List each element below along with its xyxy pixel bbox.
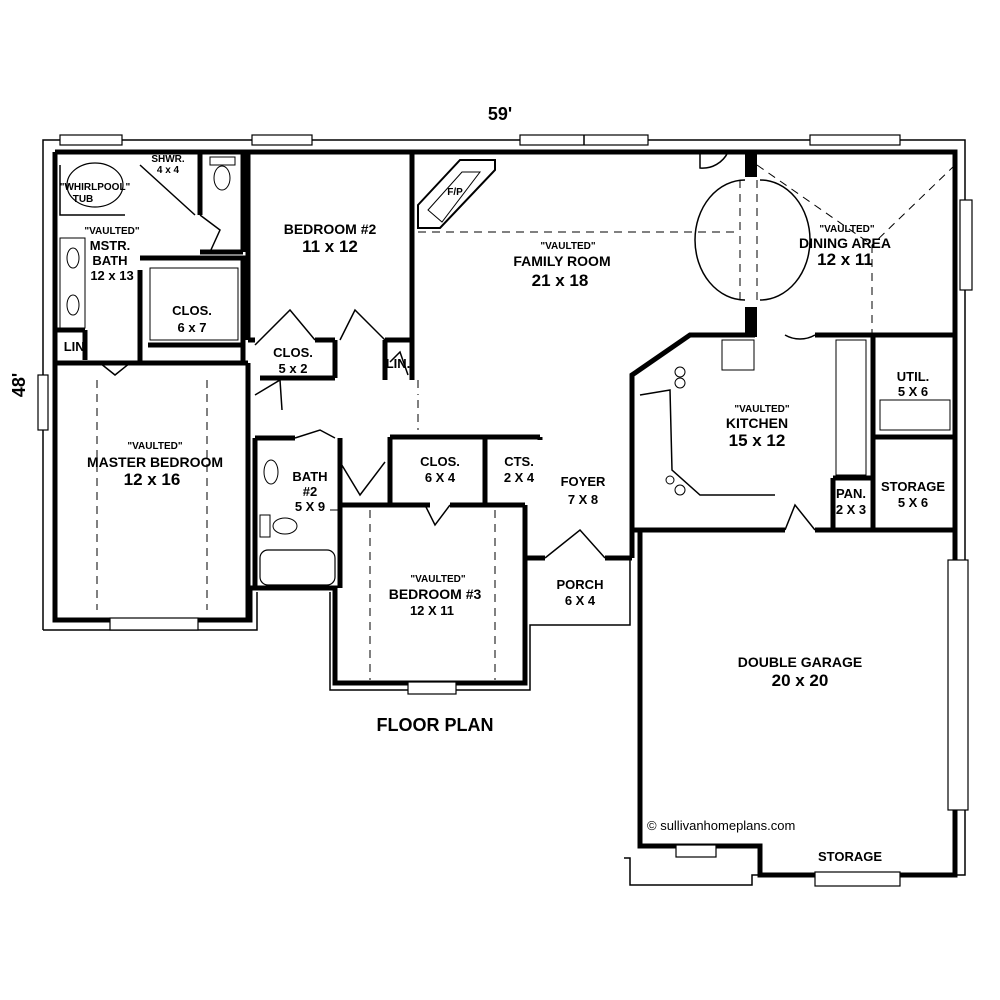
kitchen-vaulted: "VAULTED": [734, 404, 789, 415]
whirlpool-label: "WHIRLPOOL": [60, 182, 131, 193]
clos3-label: CLOS.: [420, 454, 460, 469]
bed3-label: BEDROOM #3: [389, 586, 482, 602]
storage1-size: 5 X 6: [898, 495, 928, 510]
tub-label: TUB: [73, 194, 94, 205]
room-closet-3: CLOS. 6 X 4: [420, 454, 460, 485]
mstr-clos-size: 6 x 7: [178, 320, 207, 335]
bed2-size: 11 x 12: [302, 237, 358, 256]
room-whirlpool: "WHIRLPOOL" TUB: [60, 182, 131, 205]
fireplace-label: F/P: [447, 187, 463, 198]
room-master-bedroom: "VAULTED" MASTER BEDROOM 12 x 16: [87, 441, 223, 489]
master-label: MASTER BEDROOM: [87, 454, 223, 470]
util-size: 5 X 6: [898, 384, 928, 399]
clos3-size: 6 X 4: [425, 470, 456, 485]
dining-vaulted: "VAULTED": [819, 224, 874, 235]
copyright-notice: © sullivanhomeplans.com: [647, 818, 795, 833]
room-cts: CTS. 2 X 4: [504, 454, 535, 485]
room-porch: PORCH 6 X 4: [557, 577, 604, 608]
foyer-size: 7 X 8: [568, 492, 598, 507]
windows: [37, 134, 973, 887]
mstr-clos-label: CLOS.: [172, 303, 212, 318]
doors: [99, 151, 816, 559]
linen-closet-1-label: LIN.: [64, 339, 89, 354]
fireplace: [417, 159, 496, 229]
room-storage-1: STORAGE 5 X 6: [881, 479, 945, 510]
room-bedroom-3: "VAULTED" BEDROOM #3 12 X 11: [389, 574, 482, 618]
mstr-bath-label-2: BATH: [92, 253, 127, 268]
storage1-label: STORAGE: [881, 479, 945, 494]
pan-size: 2 X 3: [836, 502, 866, 517]
family-size: 21 x 18: [532, 271, 589, 290]
kitchen-size: 15 x 12: [729, 431, 786, 450]
util-label: UTIL.: [897, 369, 930, 384]
bath2-label-2: #2: [303, 484, 317, 499]
width-dimension: 59': [488, 104, 512, 124]
room-kitchen: "VAULTED" KITCHEN 15 x 12: [726, 404, 790, 450]
room-family: "VAULTED" FAMILY ROOM 21 x 18: [513, 241, 610, 290]
master-vaulted: "VAULTED": [127, 441, 182, 452]
family-label: FAMILY ROOM: [513, 253, 610, 269]
bed3-vaulted: "VAULTED": [410, 574, 465, 585]
clos2-size: 5 x 2: [279, 361, 308, 376]
garage-size: 20 x 20: [772, 671, 829, 690]
kitchen-label: KITCHEN: [726, 415, 788, 431]
shower-size: 4 x 4: [157, 165, 180, 176]
interior-walls: [55, 152, 955, 620]
room-bedroom-2: BEDROOM #2 11 x 12: [284, 221, 377, 256]
bath2-size: 5 X 9: [295, 499, 325, 514]
dining-label: DINING AREA: [799, 235, 891, 251]
depth-dimension: 48': [9, 373, 29, 397]
vault-lines: [90, 164, 956, 680]
porch-size: 6 X 4: [565, 593, 596, 608]
bed3-size: 12 X 11: [410, 603, 454, 618]
plan-title: FLOOR PLAN: [377, 715, 494, 735]
storage2-label: STORAGE: [818, 849, 882, 864]
room-garage: DOUBLE GARAGE 20 x 20: [738, 654, 862, 690]
mstr-bath-size: 12 x 13: [90, 268, 133, 283]
fixtures: [59, 156, 951, 586]
room-master-bath: "VAULTED" MSTR. BATH 12 x 13: [84, 226, 139, 283]
linen-closet-2-label: LIN.: [386, 356, 411, 371]
bath2-label-1: BATH: [292, 469, 327, 484]
dining-size: 12 x 11: [817, 250, 873, 269]
room-closet-2: CLOS. 5 x 2: [273, 345, 313, 376]
pan-label: PAN.: [836, 486, 866, 501]
room-master-closet: CLOS. 6 x 7: [172, 303, 212, 335]
clos2-label: CLOS.: [273, 345, 313, 360]
room-bath-2: BATH #2 5 X 9: [292, 469, 327, 514]
porch-label: PORCH: [557, 577, 604, 592]
shower-label: SHWR.: [151, 154, 185, 165]
mstr-bath-vaulted: "VAULTED": [84, 226, 139, 237]
family-vaulted: "VAULTED": [540, 241, 595, 252]
cts-size: 2 X 4: [504, 470, 535, 485]
room-foyer: FOYER 7 X 8: [561, 474, 606, 507]
room-pantry: PAN. 2 X 3: [836, 486, 866, 517]
cts-label: CTS.: [504, 454, 534, 469]
bed2-label: BEDROOM #2: [284, 221, 377, 237]
master-size: 12 x 16: [124, 470, 181, 489]
garage-label: DOUBLE GARAGE: [738, 654, 862, 670]
room-shower: SHWR. 4 x 4: [151, 154, 185, 176]
mstr-bath-label-1: MSTR.: [90, 238, 130, 253]
foyer-label: FOYER: [561, 474, 606, 489]
room-dining: "VAULTED" DINING AREA 12 x 11: [799, 224, 891, 269]
room-utility: UTIL. 5 X 6: [897, 369, 930, 399]
